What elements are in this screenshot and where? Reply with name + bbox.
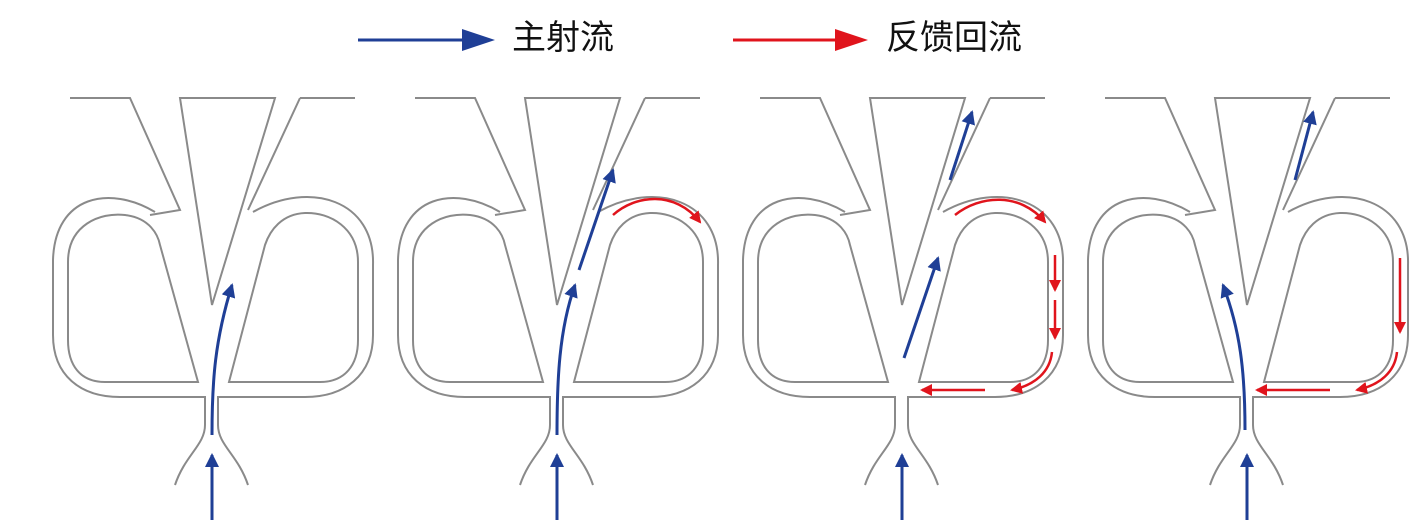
feedback-path [612, 197, 702, 224]
feedback-path [1355, 351, 1399, 394]
panel-2 [397, 97, 720, 520]
main-jet-path [577, 168, 616, 271]
legend-feedback-label: 反馈回流 [886, 18, 1022, 58]
legend-feedback-arrow [733, 29, 868, 51]
legend: 主射流 反馈回流 [0, 0, 1414, 80]
main-jet-path [1293, 110, 1317, 181]
main-jet-path [902, 256, 941, 359]
legend-main-jet-label: 主射流 [512, 18, 614, 58]
main-jet-path [210, 283, 236, 436]
panel-3 [742, 97, 1065, 520]
fluidic-oscillator-diagram [52, 97, 1410, 520]
main-jet-path [1220, 283, 1247, 431]
main-jet-path [948, 110, 975, 181]
legend-swatches [358, 29, 868, 51]
feedback-path [1010, 351, 1054, 394]
legend-main-jet-arrow [358, 29, 495, 51]
panel-4 [1087, 97, 1410, 520]
panel-1 [52, 97, 375, 520]
feedback-path [954, 198, 1047, 224]
main-jet-path [555, 283, 578, 436]
